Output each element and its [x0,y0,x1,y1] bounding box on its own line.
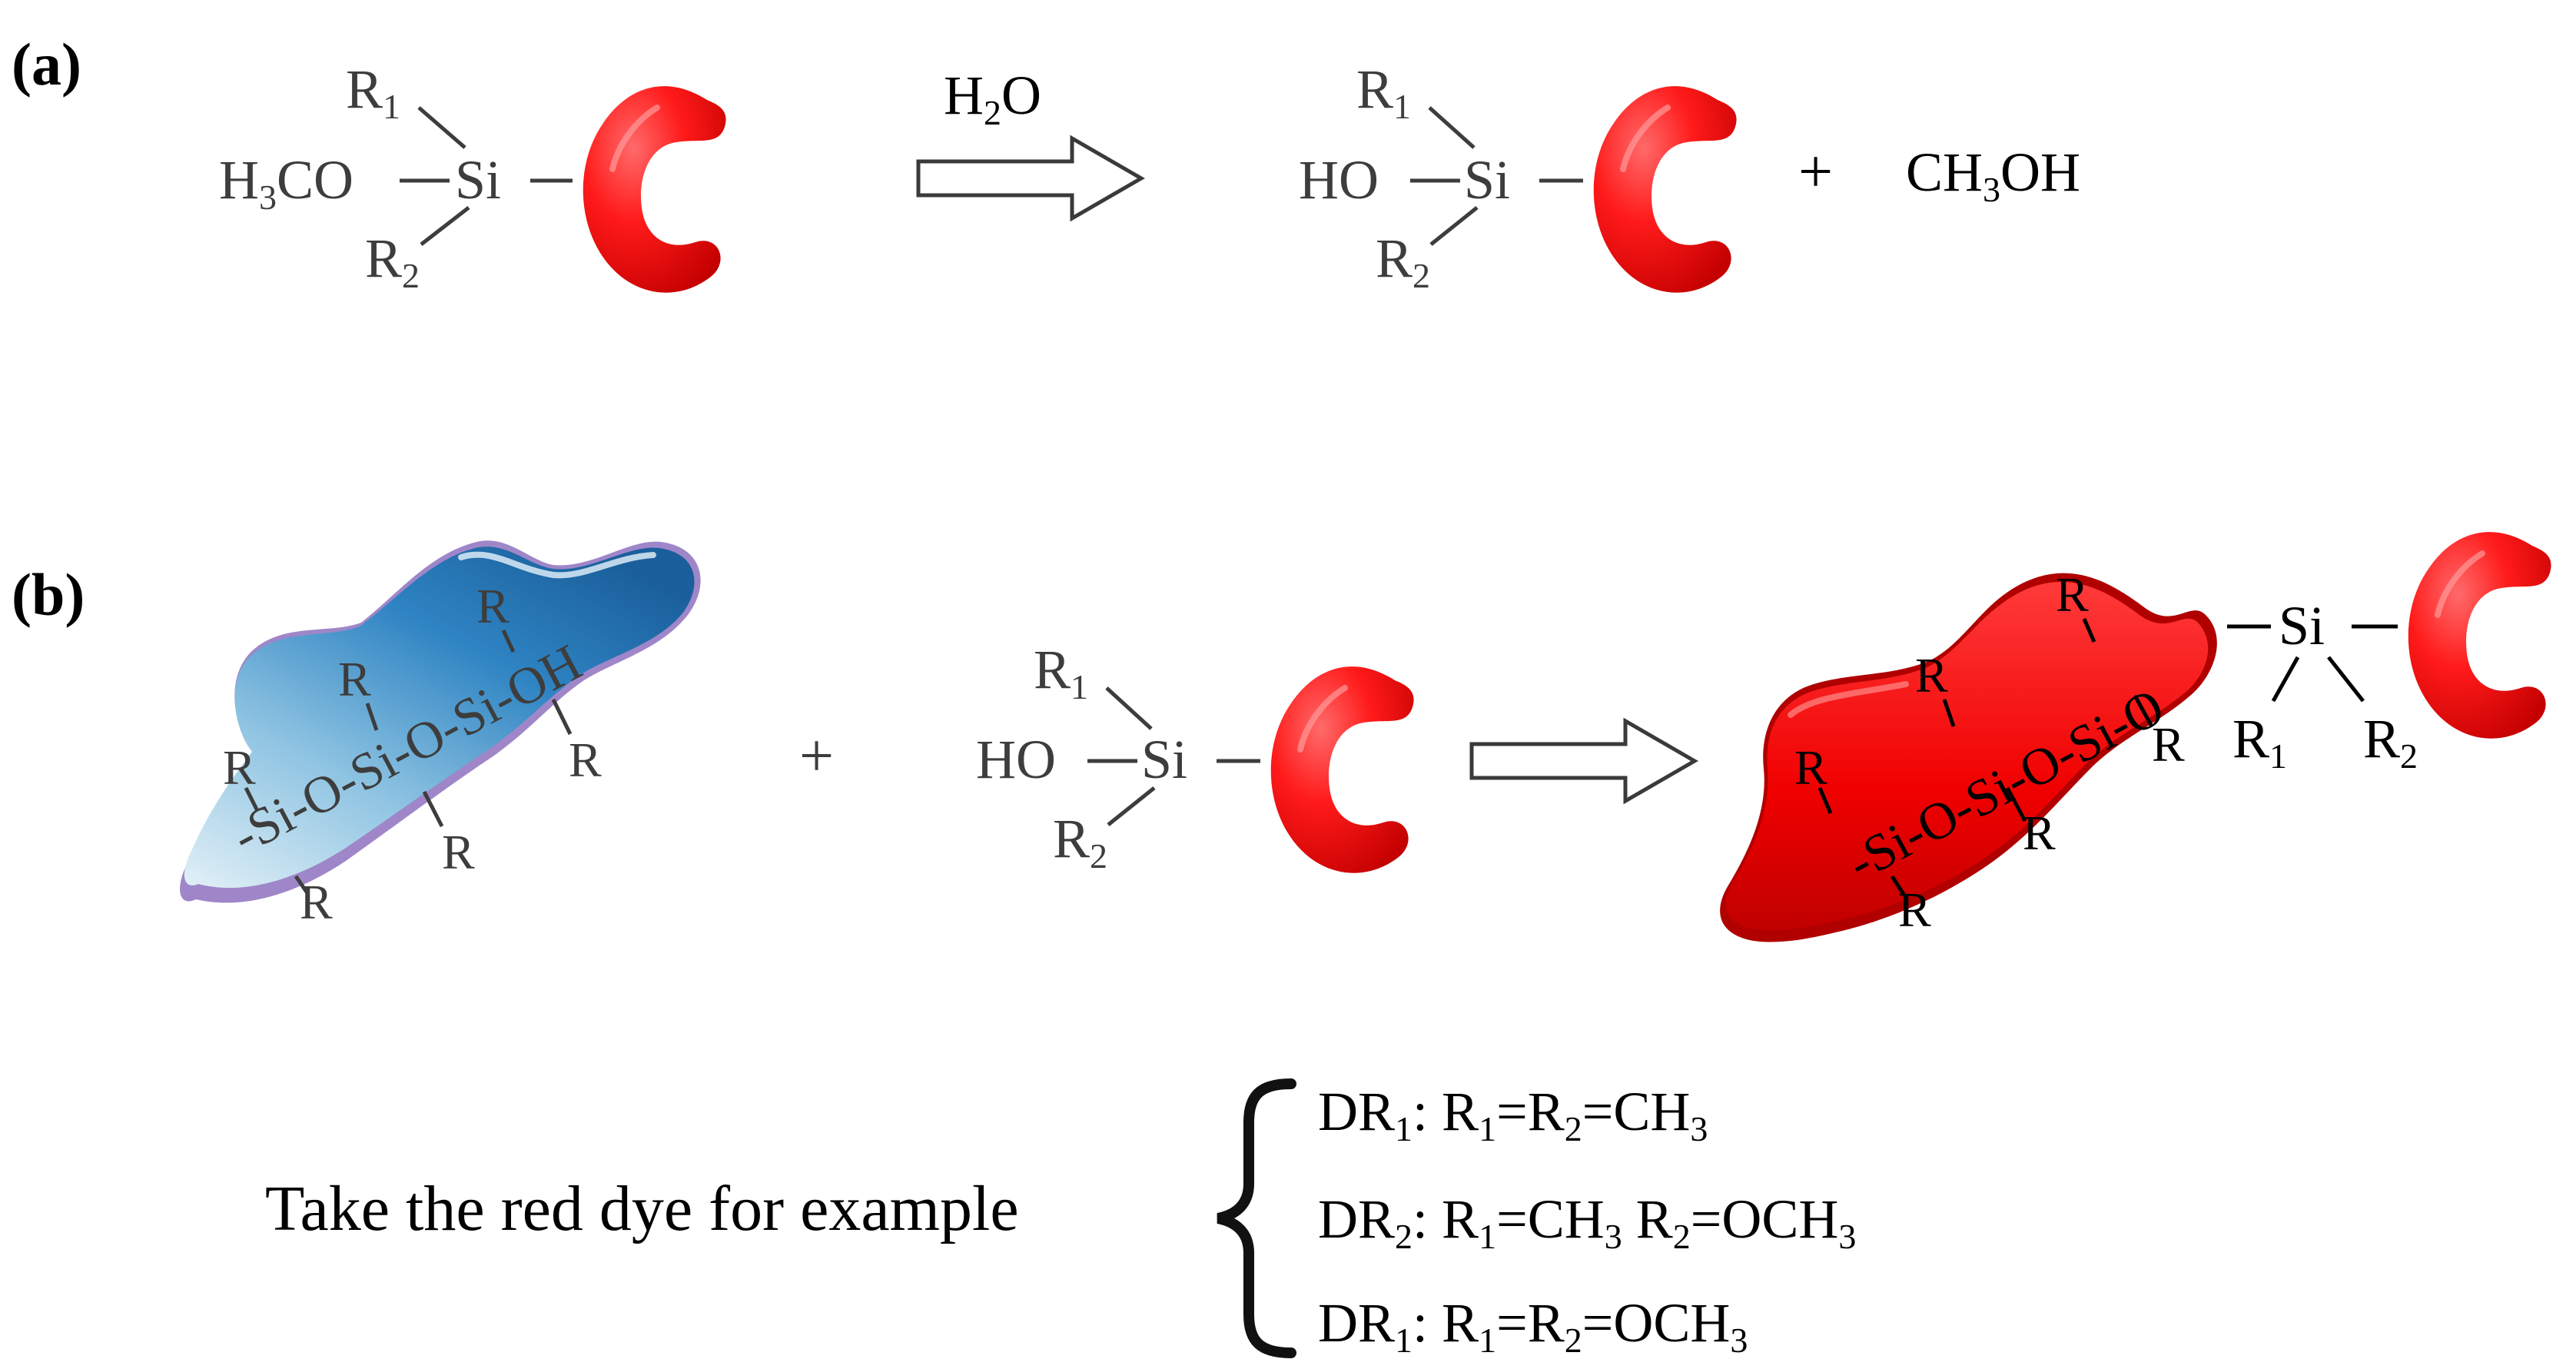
silanol-r2: R2 [1053,808,1107,876]
dye-c-icon [2408,532,2551,739]
product-r-3: R [1915,648,1948,703]
product-r-4: R [2023,806,2056,860]
product-b-r1: R1 [2232,708,2287,776]
reactant-methoxysilane-dye: R1 H3CO Si R2 [219,58,726,295]
product-silanol-dye: R1 HO Si R2 [1299,58,1737,295]
reactant-r1: R1 [346,58,400,126]
product-b-r2: R2 [2363,708,2418,776]
reactant-r2: R2 [365,228,420,295]
silica-substrate: -Si-O-Si-O-Si-OH R R R R R R [180,540,701,929]
substrate-r-3: R [338,652,371,706]
legend-item-3: DR1: R1=R2=OCH3 [1318,1292,1748,1360]
dye-c-icon [583,86,726,293]
dye-c-icon [1594,86,1737,293]
substrate-r-5: R [476,579,510,633]
product-r-5: R [2056,567,2089,622]
product-si-b: Si [2279,595,2325,656]
dyed-silica-product: -Si-O-Si-O-Si-O R R R R R R Si R1 R2 [1720,532,2551,942]
silanol-r1: R1 [1034,639,1088,706]
reactant-methoxy-group: H3CO [219,149,354,217]
product-si: Si [1464,149,1510,211]
byproduct-methanol: CH3OH [1906,141,2080,209]
silanol-hydroxyl: HO [976,729,1056,790]
substrate-r-6: R [569,733,602,787]
substrate-r-2: R [300,875,333,929]
product-r2: R2 [1376,228,1430,295]
plus-sign-b: + [799,723,834,790]
reaction-arrow-b-icon [1472,721,1695,801]
plus-sign-a: + [1798,138,1833,206]
panel-b-label: (b) [12,561,85,628]
silanol-si: Si [1141,729,1187,790]
reaction-arrow-icon [918,138,1141,218]
legend-item-1: DR1: R1=R2=CH3 [1318,1081,1708,1148]
legend-item-2: DR2: R1=CH3 R2=OCH3 [1318,1188,1856,1261]
reagent-water: H2O [944,65,1041,132]
product-r1: R1 [1356,58,1411,126]
substrate-r-1: R [223,740,256,795]
legend-intro: Take the red dye for example [265,1173,1019,1244]
panel-a-label: (a) [12,31,81,98]
reactant-si: Si [455,149,501,211]
dye-c-icon [1271,666,1414,873]
product-hydroxyl: HO [1299,149,1379,211]
legend-brace-icon [1217,1078,1296,1358]
product-r-6: R [2152,717,2185,772]
product-r-1: R [1794,740,1827,795]
substrate-r-4: R [442,825,475,879]
silanol-dye-b: R1 HO Si R2 [976,639,1414,876]
